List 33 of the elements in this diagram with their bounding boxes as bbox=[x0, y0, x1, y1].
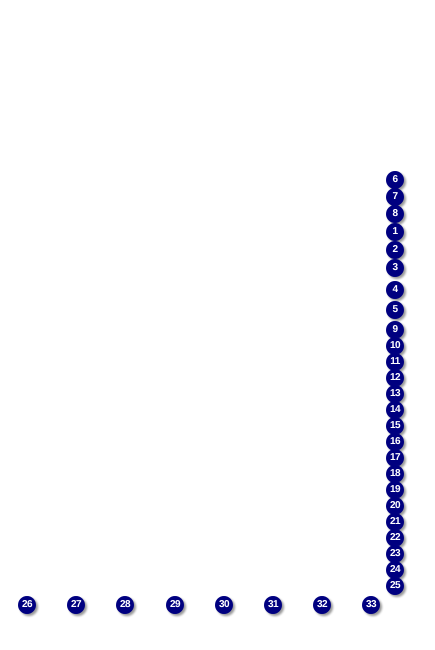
callout-number: 30 bbox=[215, 596, 233, 614]
callout-number: 3 bbox=[386, 259, 404, 277]
callout-number: 22 bbox=[386, 529, 404, 547]
callout-number: 12 bbox=[386, 369, 404, 387]
callout-number: 29 bbox=[166, 596, 184, 614]
callout-number: 5 bbox=[386, 301, 404, 319]
callout-number: 2 bbox=[386, 241, 404, 259]
callout-number: 7 bbox=[386, 188, 404, 206]
callout-number: 10 bbox=[386, 337, 404, 355]
callout-number: 26 bbox=[18, 596, 36, 614]
callout-number: 16 bbox=[386, 433, 404, 451]
callout-number: 8 bbox=[386, 205, 404, 223]
callout-number: 27 bbox=[67, 596, 85, 614]
callout-number: 17 bbox=[386, 449, 404, 467]
callout-number: 4 bbox=[386, 281, 404, 299]
callout-number: 31 bbox=[264, 596, 282, 614]
callout-number: 25 bbox=[386, 577, 404, 595]
callout-number: 33 bbox=[362, 596, 380, 614]
callout-number: 24 bbox=[386, 561, 404, 579]
callout-number: 23 bbox=[386, 545, 404, 563]
callout-number: 15 bbox=[386, 417, 404, 435]
callout-number: 18 bbox=[386, 465, 404, 483]
callout-number: 13 bbox=[386, 385, 404, 403]
callout-number: 32 bbox=[313, 596, 331, 614]
callout-number: 1 bbox=[386, 223, 404, 241]
callout-number: 6 bbox=[386, 171, 404, 189]
callout-number: 11 bbox=[386, 353, 404, 371]
callout-number: 20 bbox=[386, 497, 404, 515]
callout-number: 14 bbox=[386, 401, 404, 419]
callout-number: 21 bbox=[386, 513, 404, 531]
callout-number: 19 bbox=[386, 481, 404, 499]
callout-number: 9 bbox=[386, 321, 404, 339]
callout-number: 28 bbox=[116, 596, 134, 614]
